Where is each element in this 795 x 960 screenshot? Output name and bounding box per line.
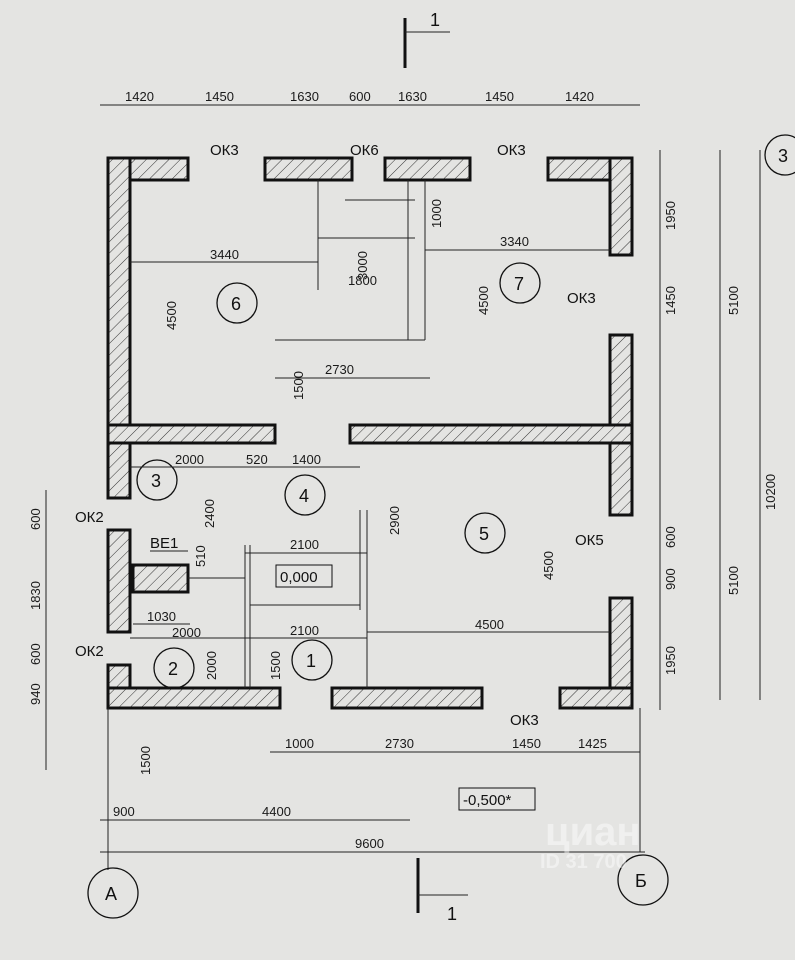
svg-text:600: 600 [28,508,43,530]
watermark: циан ID 31 700 [540,810,641,873]
svg-text:1830: 1830 [28,581,43,610]
svg-text:1450: 1450 [205,89,234,104]
svg-text:1630: 1630 [290,89,319,104]
svg-text:520: 520 [246,452,268,467]
svg-text:А: А [105,884,117,904]
svg-text:5: 5 [479,524,489,544]
svg-text:510: 510 [193,545,208,567]
svg-text:ОК3: ОК3 [497,142,526,159]
svg-text:ВЕ1: ВЕ1 [150,535,178,552]
floor-level-badge: 0,000 [275,564,333,588]
svg-text:1450: 1450 [485,89,514,104]
room-markers: 6 7 3 4 5 1 2 [136,262,541,689]
svg-text:1950: 1950 [663,201,678,230]
svg-text:2900: 2900 [387,506,402,535]
svg-text:1030: 1030 [147,609,176,624]
svg-text:ОК3: ОК3 [210,142,239,159]
svg-text:ОК3: ОК3 [567,290,596,307]
top-dimensions: 1420 1450 1630 600 1630 1450 1420 [100,89,640,106]
svg-text:1500: 1500 [268,651,283,680]
svg-text:2730: 2730 [385,736,414,751]
svg-text:3440: 3440 [210,247,239,262]
ground-level-badge: -0,500* [458,787,536,811]
svg-text:4400: 4400 [262,804,291,819]
svg-text:600: 600 [349,89,371,104]
svg-text:2100: 2100 [290,623,319,638]
svg-text:ОК2: ОК2 [75,643,104,660]
svg-text:1630: 1630 [398,89,427,104]
svg-text:2400: 2400 [202,499,217,528]
svg-text:4: 4 [299,486,309,506]
svg-text:1450: 1450 [663,286,678,315]
bottom-dimensions: 1000 2730 1450 1425 900 4400 9600 [100,708,645,870]
partitions [188,180,426,688]
svg-text:ОК6: ОК6 [350,142,379,159]
svg-text:900: 900 [113,804,135,819]
svg-text:2730: 2730 [325,362,354,377]
svg-text:6: 6 [231,294,241,314]
svg-text:4500: 4500 [164,301,179,330]
svg-text:2000: 2000 [172,625,201,640]
svg-text:3000: 3000 [355,251,370,280]
svg-text:4500: 4500 [475,617,504,632]
svg-text:Б: Б [635,871,647,891]
svg-text:7: 7 [514,274,524,294]
svg-text:600: 600 [28,643,43,665]
svg-text:1400: 1400 [292,452,321,467]
svg-text:1450: 1450 [512,736,541,751]
svg-text:циан: циан [545,810,641,854]
room-dimensions: 3440 4500 3340 4500 1000 1800 3000 2730 … [130,199,610,680]
section-marker-top: 1 [403,10,450,68]
svg-text:1950: 1950 [663,646,678,675]
svg-text:1: 1 [306,651,316,671]
svg-text:ОК3: ОК3 [510,712,539,729]
svg-text:940: 940 [28,683,43,705]
svg-text:1: 1 [430,10,440,30]
svg-text:1: 1 [447,904,457,924]
svg-text:4500: 4500 [541,551,556,580]
svg-text:5100: 5100 [726,286,741,315]
svg-text:1420: 1420 [565,89,594,104]
svg-text:2100: 2100 [290,537,319,552]
right-dimensions: 1950 1450 5100 10200 600 900 5100 1950 3 [659,134,795,710]
svg-text:1500: 1500 [138,746,153,775]
svg-text:10200: 10200 [763,474,778,510]
svg-text:900: 900 [663,568,678,590]
left-dimensions: 600 1830 600 940 1500 [28,490,153,775]
svg-text:ОК2: ОК2 [75,509,104,526]
svg-text:3: 3 [778,146,788,166]
window-labels: ОК3 ОК6 ОК3 ОК3 ОК5 ОК2 ОК2 ОК3 [75,142,604,729]
section-marker-bottom: 1 [416,858,468,924]
svg-text:3: 3 [151,471,161,491]
svg-text:1425: 1425 [578,736,607,751]
svg-text:3340: 3340 [500,234,529,249]
walls [106,156,634,710]
svg-text:2: 2 [168,659,178,679]
svg-text:1500: 1500 [291,371,306,400]
svg-text:1800: 1800 [348,273,377,288]
svg-text:1000: 1000 [285,736,314,751]
svg-text:-0,500*: -0,500* [463,792,512,809]
svg-text:4500: 4500 [476,286,491,315]
svg-text:600: 600 [663,526,678,548]
svg-text:ID 31 700: ID 31 700 [540,851,627,873]
svg-text:2000: 2000 [204,651,219,680]
svg-text:ОК5: ОК5 [575,532,604,549]
ventilation-label: ВЕ1 [150,535,188,552]
svg-text:9600: 9600 [355,836,384,851]
svg-text:5100: 5100 [726,566,741,595]
svg-text:1000: 1000 [429,199,444,228]
svg-text:1420: 1420 [125,89,154,104]
svg-text:0,000: 0,000 [280,569,318,586]
svg-text:2000: 2000 [175,452,204,467]
axis-markers: А Б [87,854,669,919]
